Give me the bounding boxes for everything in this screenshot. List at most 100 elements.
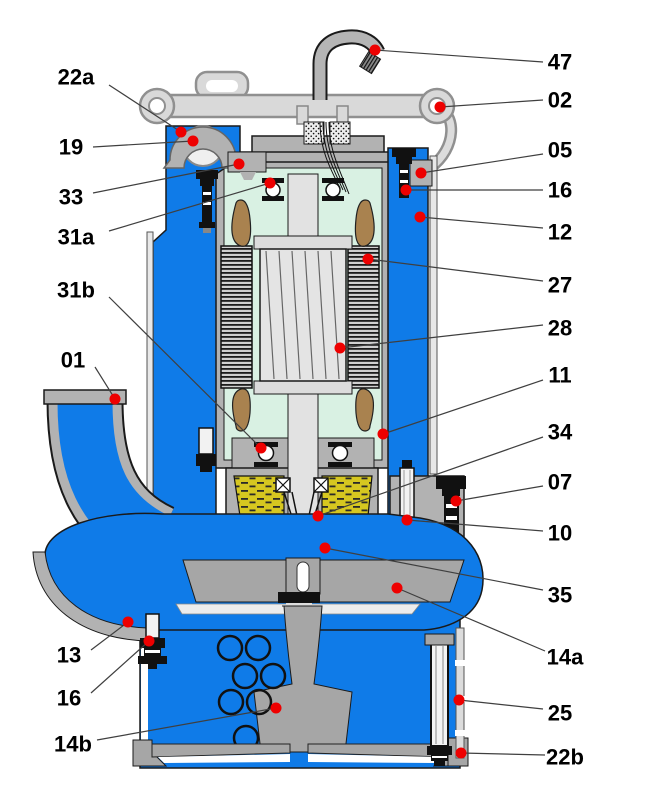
callout-14a-label: 14a <box>547 645 584 670</box>
callout-33-leader <box>92 163 240 194</box>
callout-13-label: 13 <box>57 643 81 668</box>
callout-12-leader <box>419 216 544 229</box>
callout-13-leader <box>90 621 129 651</box>
callout-22a-marker <box>175 126 187 138</box>
callout-layer: 22a193331a31b01131614b470205161227281134… <box>54 44 584 770</box>
callout-27-marker <box>362 253 374 265</box>
callout-35-leader <box>324 547 544 591</box>
callout-05-leader <box>420 153 544 174</box>
rotor <box>253 235 353 395</box>
stator <box>220 245 380 389</box>
callout-19-label: 19 <box>59 135 83 160</box>
callout-31b: 31b <box>57 278 267 454</box>
callout-01-marker <box>109 393 121 405</box>
casing-bolt <box>436 476 466 489</box>
callout-02-label: 02 <box>548 88 572 113</box>
callout-22a-label: 22a <box>58 65 95 90</box>
strainer-band <box>455 627 465 759</box>
callout-14a-marker <box>391 582 403 594</box>
callout-02-marker <box>434 101 446 113</box>
callout-13-marker <box>122 616 134 628</box>
callout-19-leader <box>92 140 194 148</box>
callout-25-label: 25 <box>548 701 572 726</box>
shaft-upper <box>287 121 350 239</box>
callout-25-marker <box>453 694 465 706</box>
callout-10-leader <box>406 519 544 532</box>
callout-05-label: 05 <box>548 138 572 163</box>
callout-31a: 31a <box>58 177 276 250</box>
callout-10-marker <box>401 514 413 526</box>
callout-05: 05 <box>415 138 572 179</box>
impeller <box>175 557 465 753</box>
callout-47: 47 <box>369 44 572 75</box>
cooling-jacket-shell <box>429 155 438 475</box>
callout-11-leader <box>382 379 544 435</box>
callout-07-label: 07 <box>548 470 572 495</box>
callout-12-label: 12 <box>548 220 572 245</box>
callout-22a-leader <box>108 84 182 133</box>
callout-22b-marker <box>455 747 467 759</box>
callout-22b: 22b <box>455 745 584 770</box>
callout-11: 11 <box>377 363 572 440</box>
callout-33-label: 33 <box>59 185 83 210</box>
callout-16L: 16 <box>57 635 155 711</box>
callout-35-marker <box>319 542 331 554</box>
callout-31b-leader <box>108 296 262 449</box>
handle-bar <box>150 93 442 119</box>
callout-05-marker <box>415 167 427 179</box>
callout-31a-leader <box>108 182 271 232</box>
callout-14b-leader <box>96 707 277 741</box>
callout-01: 01 <box>61 348 121 405</box>
callout-47-marker <box>369 44 381 56</box>
seal-housing-bolt <box>196 427 216 472</box>
callout-11-marker <box>377 428 389 440</box>
callout-31a-label: 31a <box>58 225 95 250</box>
callout-25: 25 <box>453 694 572 726</box>
callout-10: 10 <box>401 514 572 546</box>
callout-07-leader <box>455 485 544 502</box>
callout-28: 28 <box>334 316 572 354</box>
callout-34-label: 34 <box>548 420 573 445</box>
callout-14a-leader <box>396 587 546 652</box>
callout-34-marker <box>312 510 324 522</box>
callout-14b: 14b <box>54 702 282 757</box>
callout-34: 34 <box>312 420 573 522</box>
callout-11-label: 11 <box>548 363 571 388</box>
callout-31b-marker <box>255 442 267 454</box>
callout-27-leader <box>367 258 544 282</box>
suction-bell <box>253 605 353 753</box>
callout-16L-marker <box>143 635 155 647</box>
callout-07-marker <box>450 495 462 507</box>
callout-13: 13 <box>57 616 134 668</box>
callout-02: 02 <box>434 88 572 113</box>
callout-35: 35 <box>319 542 572 608</box>
callout-14b-marker <box>270 702 282 714</box>
callout-33: 33 <box>59 158 245 210</box>
callout-10-label: 10 <box>548 521 572 546</box>
callout-47-leader <box>374 49 544 63</box>
handle-assembly <box>138 70 458 173</box>
callout-12-marker <box>414 211 426 223</box>
callout-01-label: 01 <box>61 348 85 373</box>
callout-16R-marker <box>400 184 412 196</box>
callout-28-leader <box>339 324 544 349</box>
callout-34-leader <box>317 436 544 517</box>
callout-01-leader <box>94 366 116 400</box>
callout-22b-label: 22b <box>546 745 584 770</box>
callout-16R-label: 16 <box>548 178 572 203</box>
callout-19: 19 <box>59 135 199 160</box>
callout-07: 07 <box>450 470 572 507</box>
discharge-flange <box>43 389 127 405</box>
callout-12: 12 <box>414 211 572 245</box>
callout-27: 27 <box>362 253 572 298</box>
callout-14a: 14a <box>391 582 584 670</box>
callout-47-label: 47 <box>548 50 572 75</box>
callout-02-leader <box>439 99 544 108</box>
callout-19-marker <box>187 135 199 147</box>
callout-33-marker <box>233 158 245 170</box>
callout-28-label: 28 <box>548 316 572 341</box>
callout-28-marker <box>334 342 346 354</box>
winding-end-turns <box>231 199 375 432</box>
